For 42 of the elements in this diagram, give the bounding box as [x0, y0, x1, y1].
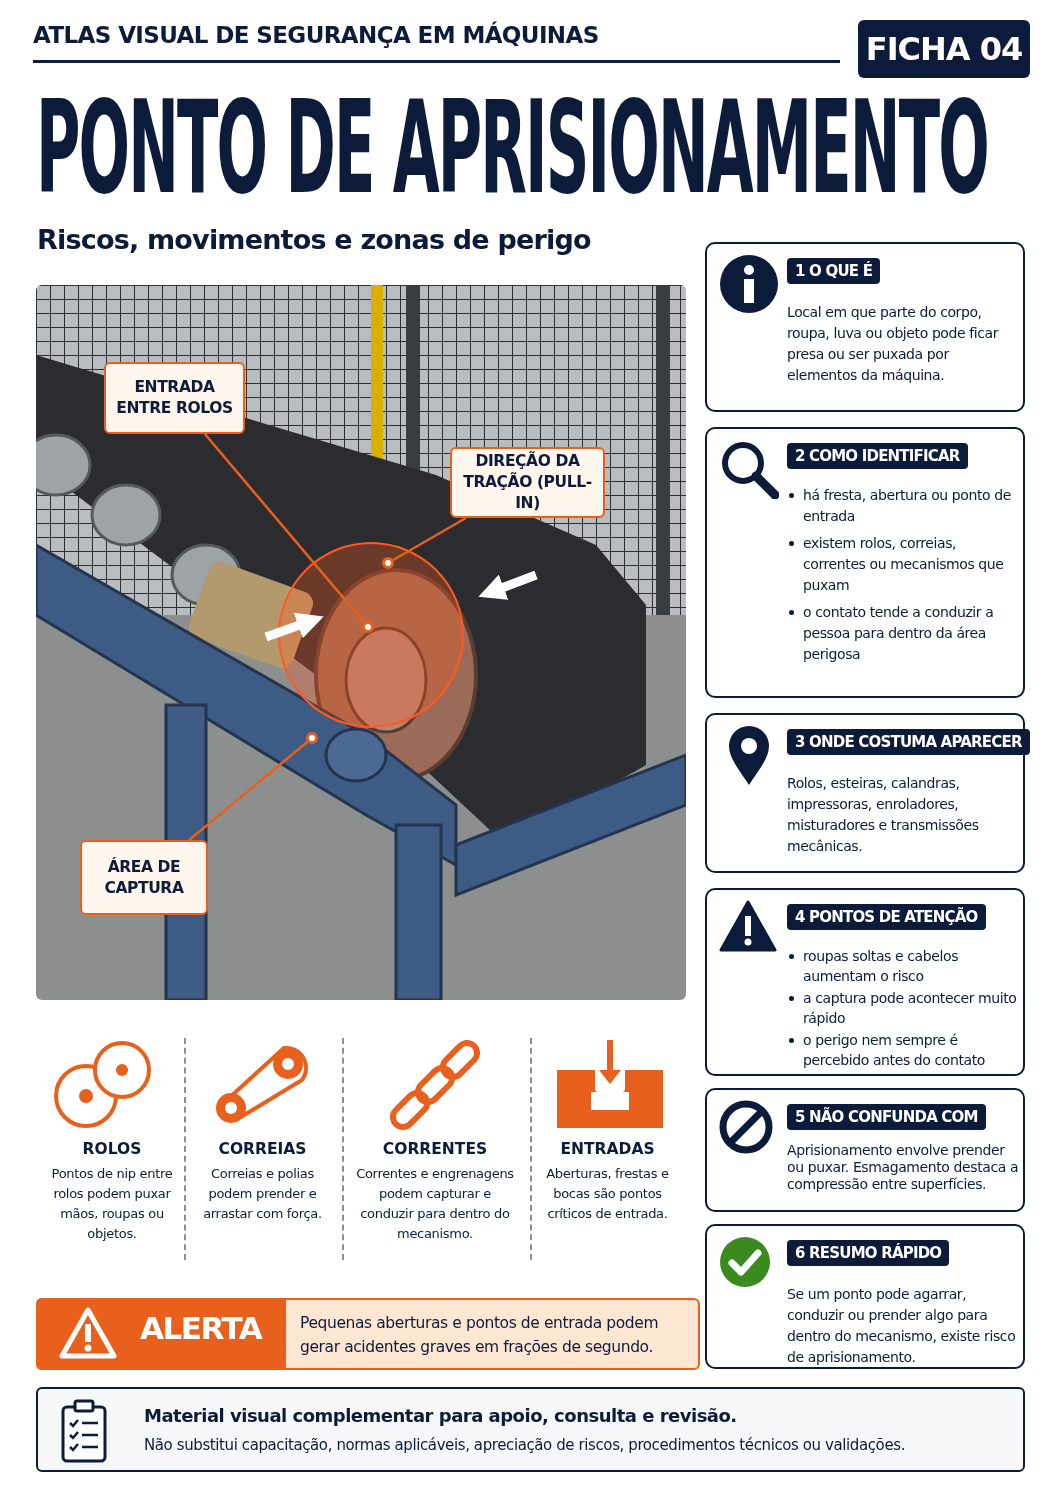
bullet-item: há fresta, abertura ou ponto de entrada — [803, 487, 1011, 524]
callout-label: ENTRADA ENTRE ROLOS — [104, 362, 245, 434]
sheet-number-badge: FICHA 04 — [858, 20, 1030, 78]
section-heading: 3 ONDE COSTUMA APARECER — [787, 729, 1030, 755]
info-card — [705, 888, 1025, 1076]
section-heading: 4 PONTOS DE ATENÇÃO — [787, 904, 986, 930]
section-heading: 6 RESUMO RÁPIDO — [787, 1240, 950, 1266]
footer-panel — [36, 1387, 1025, 1472]
info-card — [705, 1224, 1025, 1369]
header-text: ATLAS VISUAL DE SEGURANÇA EM MÁQUINAS — [33, 22, 599, 48]
category-description: Aberturas, frestas e bocas são pontos críticos de entrada. — [545, 1165, 670, 1223]
title: PONTO DE APRISIONAMENTO — [36, 80, 988, 215]
body-text: Se um ponto pode agarrar, conduzir ou prender algo para dentro do mecanismo, existe risco de aprisionamento. — [787, 1285, 1017, 1367]
alert-heading: ALERTA — [140, 1310, 262, 1346]
body-text: Local em que parte do corpo, roupa, luva ou objeto pode ficar presa ou ser puxada por elementos da máquina. — [787, 303, 1000, 385]
section-heading: 2 COMO IDENTIFICAR — [787, 443, 968, 469]
subtitle: Riscos, movimentos e zonas de perigo — [37, 224, 591, 255]
info-card — [705, 427, 1025, 698]
footer-note: Não substitui capacitação, normas aplicáveis, apreciação de riscos, procedimentos técnicos ou validações. — [144, 1436, 905, 1454]
category-title: CORRENTES — [381, 1140, 489, 1158]
section-heading: 1 O QUE É — [787, 258, 881, 284]
category-title: ROLOS — [81, 1140, 143, 1158]
leader-line — [188, 740, 309, 841]
info-card — [705, 242, 1025, 412]
callout-label: ÁREA DE CAPTURA — [80, 840, 208, 915]
category-description: Pontos de nip entre rolos podem puxar mãos, roupas ou objetos. — [50, 1165, 174, 1243]
leader-line — [203, 433, 366, 624]
callout-label: DIREÇÃO DA TRAÇÃO (PULL-IN) — [450, 447, 605, 518]
category-title: ENTRADAS — [559, 1140, 656, 1158]
bullet-item: existem rolos, correias, correntes ou mecanismos que puxam — [803, 535, 1004, 593]
section-heading: 5 NÃO CONFUNDA COM — [787, 1104, 986, 1130]
category-description: Correias e polias podem prender e arrastar com força. — [202, 1165, 323, 1223]
bullet-item: o contato tende a conduzir a pessoa para dentro da área perigosa — [803, 604, 994, 662]
category-title: CORREIAS — [217, 1140, 308, 1158]
body-text: Rolos, esteiras, calandras, impressoras, enroladores, misturadores e transmissões mecânicas. — [787, 774, 980, 856]
bullet-item: o perigo nem sempre é percebido antes do contato — [803, 1032, 985, 1068]
footer-heading: Material visual complementar para apoio, consulta e revisão. — [144, 1405, 737, 1426]
alert-text: Pequenas aberturas e pontos de entrada podem gerar acidentes graves em frações de segundo. — [300, 1313, 660, 1358]
info-card — [705, 1088, 1025, 1212]
category-description: Correntes e engrenagens podem capturar e conduzir para dentro do mecanismo. — [355, 1165, 515, 1243]
alert-banner — [36, 1298, 700, 1370]
body-text: Aprisionamento envolve prender ou puxar. Esmagamento destaca a compressão entre superfícies. — [787, 1142, 1019, 1193]
